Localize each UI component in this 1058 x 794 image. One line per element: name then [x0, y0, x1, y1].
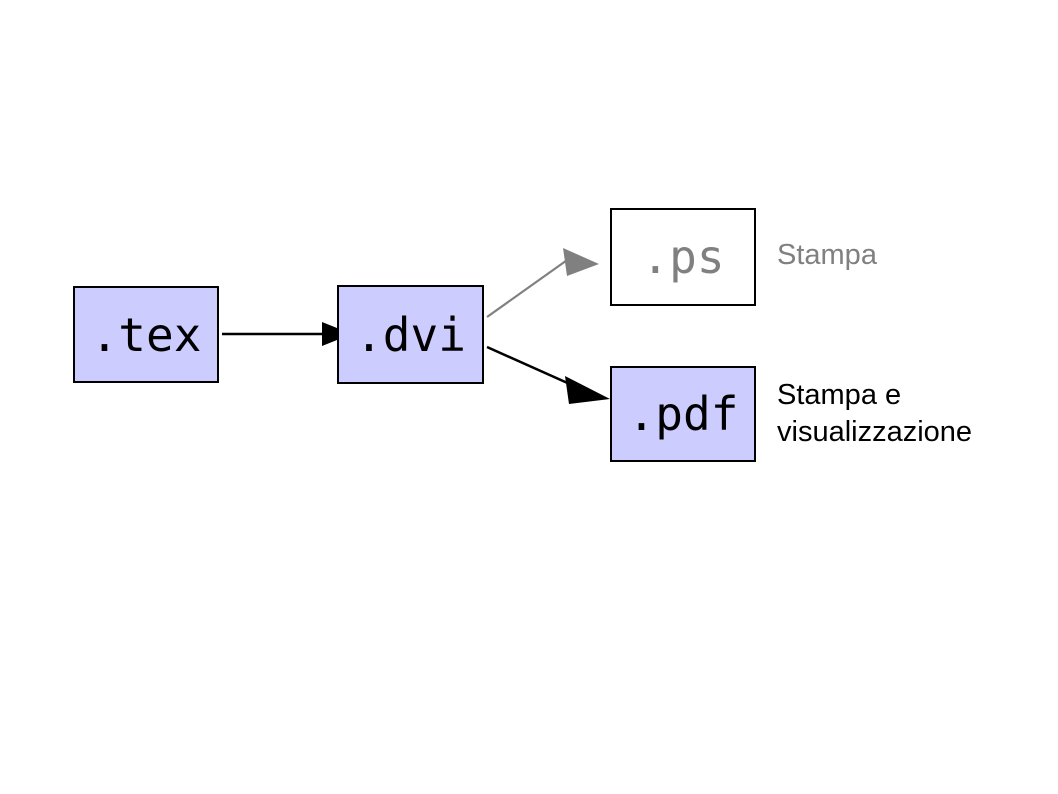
edge-dvi-to-ps-line [486, 257, 571, 318]
edge-dvi-to-pdf-line [486, 345, 573, 387]
edge-dvi-to-pdf [486, 345, 610, 404]
node-dvi[interactable]: .dvi [337, 285, 484, 384]
node-ps[interactable]: .ps [610, 208, 756, 306]
edge-dvi-to-ps [486, 248, 599, 318]
node-pdf[interactable]: .pdf [610, 366, 756, 462]
edge-dvi-to-pdf-arrowhead [565, 376, 610, 404]
edge-dvi-to-ps-arrowhead [563, 248, 599, 276]
annotation-ps-note: Stampa [777, 239, 877, 271]
annotation-pdf-note: Stampa e visualizzazione [777, 379, 973, 449]
node-tex[interactable]: .tex [73, 286, 219, 383]
edge-tex-to-dvi [222, 322, 352, 346]
